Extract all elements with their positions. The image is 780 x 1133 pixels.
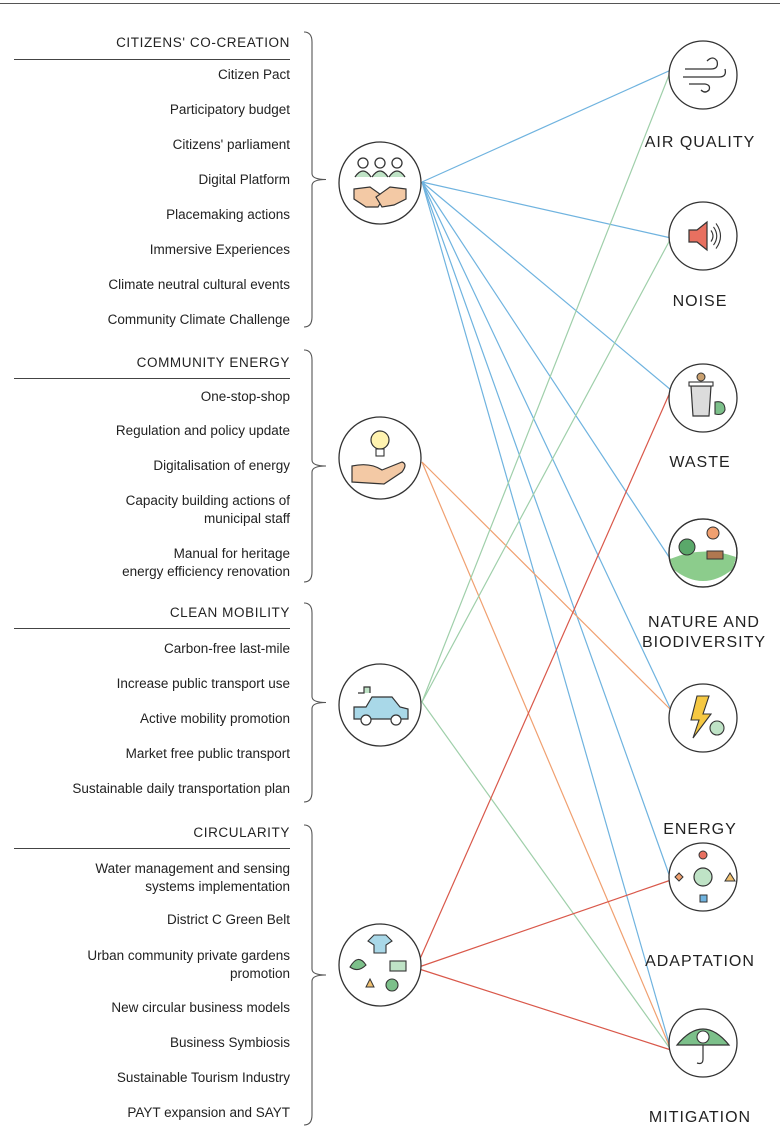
group-heading-clean-mobility: CLEAN MOBILITY (169, 605, 290, 620)
lightbulb-hand-icon (338, 416, 422, 500)
list-item-business-symbiosis: Business Symbiosis (169, 1035, 290, 1050)
list-item-citizens-parliament: Citizens' parliament (172, 137, 290, 152)
connection-line (415, 879, 672, 969)
connection-line (421, 69, 672, 703)
brace-group (303, 31, 327, 1126)
connection-line (421, 181, 672, 391)
connection-line (415, 967, 672, 1051)
link-lines (415, 69, 672, 1051)
connection-line (415, 389, 672, 969)
connection-line (421, 237, 672, 703)
list-item-community-climate-challenge: Community Climate Challenge (107, 312, 290, 327)
group-brace (303, 824, 327, 1126)
connection-line (421, 181, 672, 881)
connection-line (421, 701, 672, 1051)
list-item-placemaking-actions: Placemaking actions (166, 207, 290, 222)
group-divider (14, 59, 290, 60)
group-heading-community-energy: COMMUNITY ENERGY (136, 355, 290, 370)
outcome-label-nature-biodiversity: NATURE AND BIODIVERSITY (641, 614, 767, 651)
connection-line (421, 181, 672, 711)
list-item-immersive-experiences: Immersive Experiences (149, 242, 290, 257)
list-item-green-belt: District C Green Belt (166, 912, 290, 927)
outcome-label-adaptation: ADAPTATION (645, 953, 755, 970)
circular-economy-icon (338, 923, 422, 1007)
landscape-deer-icon (668, 518, 738, 588)
list-item-carbon-free-last-mile: Carbon-free last-mile (163, 641, 290, 656)
connection-line (421, 181, 672, 1051)
wind-icon (668, 40, 738, 110)
umbrella-gear-icon (668, 1008, 738, 1078)
list-item-market-free-transport: Market free public transport (125, 746, 290, 761)
group-heading-circularity: CIRCULARITY (193, 825, 290, 840)
group-brace (303, 349, 327, 583)
list-item-transportation-plan: Sustainable daily transportation plan (72, 781, 290, 796)
group-divider (14, 628, 290, 629)
connection-line (421, 461, 672, 1051)
electric-car-icon (338, 663, 422, 747)
list-item-water-management: Water management and sensing systems imp… (95, 861, 290, 894)
list-item-digitalisation-energy: Digitalisation of energy (153, 458, 290, 473)
group-divider (14, 378, 290, 379)
list-item-community-gardens: Urban community private gardens promotio… (87, 948, 290, 981)
list-item-heritage-manual: Manual for heritage energy efficiency re… (122, 546, 290, 579)
list-item-climate-neutral-events: Climate neutral cultural events (108, 277, 290, 292)
connection-line (421, 181, 672, 561)
speaker-icon (668, 201, 738, 271)
connection-line (421, 181, 672, 239)
outcome-label-waste: WASTE (669, 454, 731, 471)
list-item-payt-sayt: PAYT expansion and SAYT (127, 1105, 290, 1120)
outcome-label-noise: NOISE (672, 293, 728, 310)
list-item-citizen-pact: Citizen Pact (217, 67, 290, 82)
outcome-label-energy: ENERGY (663, 821, 737, 838)
list-item-regulation-policy: Regulation and policy update (115, 423, 290, 438)
list-item-circular-business: New circular business models (111, 1000, 290, 1015)
top-rule (0, 3, 780, 4)
trash-bin-icon (668, 363, 738, 433)
group-heading-citizens-co-creation: CITIZENS' CO-CREATION (116, 35, 290, 50)
group-divider (14, 848, 290, 849)
lightning-gear-icon (668, 683, 738, 753)
gear-shapes-icon (668, 842, 738, 912)
connection-line (421, 461, 672, 711)
list-item-digital-platform: Digital Platform (198, 172, 290, 187)
group-brace (303, 602, 327, 803)
list-item-active-mobility: Active mobility promotion (139, 711, 290, 726)
connection-line (421, 69, 672, 183)
list-item-participatory-budget: Participatory budget (169, 102, 290, 117)
list-item-capacity-building: Capacity building actions of municipal s… (125, 493, 290, 526)
outcome-label-mitigation: MITIGATION (648, 1109, 752, 1126)
outcome-label-air-quality: AIR QUALITY (644, 134, 756, 151)
list-item-sustainable-tourism: Sustainable Tourism Industry (116, 1070, 290, 1085)
group-brace (303, 31, 327, 328)
list-item-one-stop-shop: One-stop-shop (200, 389, 290, 404)
list-item-public-transport-use: Increase public transport use (116, 676, 290, 691)
handshake-people-icon (338, 141, 422, 225)
